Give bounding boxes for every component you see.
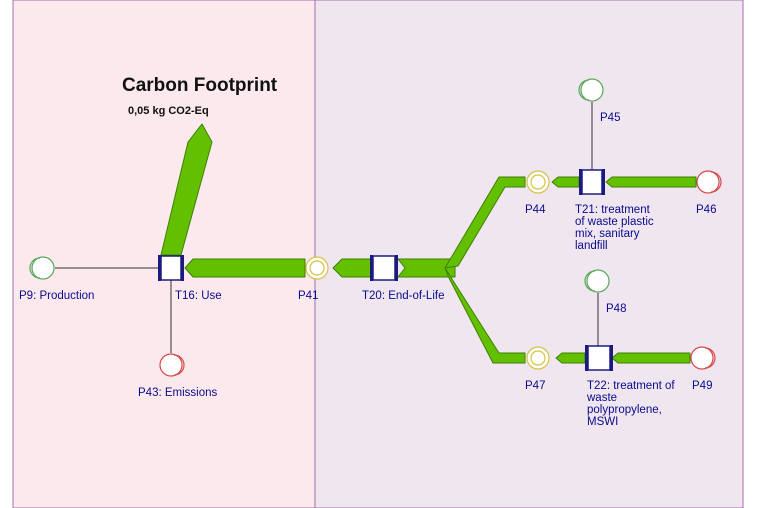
label-t21-line: of waste plastic [575, 216, 654, 228]
label-t21-line: landfill [575, 240, 608, 252]
diagram-title: Carbon Footprint [122, 75, 278, 96]
label-t22-line: polypropylene, [587, 404, 662, 416]
label-t22: T22: treatment of waste polypropylene, M… [586, 380, 678, 428]
label-p49: P49 [692, 380, 712, 392]
label-p47: P47 [525, 380, 545, 392]
place-p46[interactable] [696, 170, 722, 194]
end-of-life-region [314, 0, 744, 508]
label-p9: P9: Production [19, 290, 94, 302]
transition-t20[interactable] [370, 255, 398, 281]
flow-p44-t20[interactable] [444, 176, 526, 269]
transition-t22[interactable] [585, 345, 613, 371]
label-t22-line: T22: treatment of [587, 380, 675, 392]
place-p44[interactable] [526, 170, 550, 194]
label-t22-line: waste [586, 392, 617, 404]
label-t22-line: MSWI [587, 416, 618, 428]
label-t21: T21: treatment of waste plastic mix, san… [575, 204, 657, 252]
label-p45: P45 [600, 112, 620, 124]
flow-t20-branch[interactable] [397, 258, 456, 278]
label-t21-line: mix, sanitary [575, 228, 640, 240]
flow-p41-t16[interactable] [184, 258, 306, 278]
label-p43: P43: Emissions [138, 387, 218, 399]
label-p46: P46 [696, 204, 716, 216]
place-p41[interactable] [305, 256, 329, 280]
label-t20: T20: End-of-Life [362, 290, 444, 302]
transition-t21[interactable] [579, 169, 605, 195]
flow-t22-p47[interactable] [555, 352, 586, 364]
flow-t21-p44[interactable] [551, 176, 580, 188]
carbon-footprint-value: 0,05 kg CO2-Eq [128, 105, 209, 117]
label-p48: P48 [606, 303, 626, 315]
flow-t20-p41[interactable] [332, 258, 373, 278]
flow-p49-t22[interactable] [611, 352, 691, 364]
place-p43[interactable] [159, 353, 185, 377]
label-p41: P41 [298, 290, 318, 302]
place-p47[interactable] [526, 346, 550, 370]
transition-t16[interactable] [158, 255, 184, 281]
place-p45[interactable] [578, 78, 604, 102]
label-p44: P44 [525, 204, 546, 216]
flow-p46-t21[interactable] [605, 176, 697, 188]
place-p9[interactable] [29, 256, 55, 280]
place-p48[interactable] [584, 269, 610, 293]
label-t21-line: T21: treatment [575, 204, 651, 216]
flow-t16-carbon-footprint[interactable] [160, 123, 213, 256]
flow-p47-t20[interactable] [444, 267, 526, 364]
label-t16: T16: Use [175, 290, 222, 302]
place-p49[interactable] [690, 346, 716, 370]
